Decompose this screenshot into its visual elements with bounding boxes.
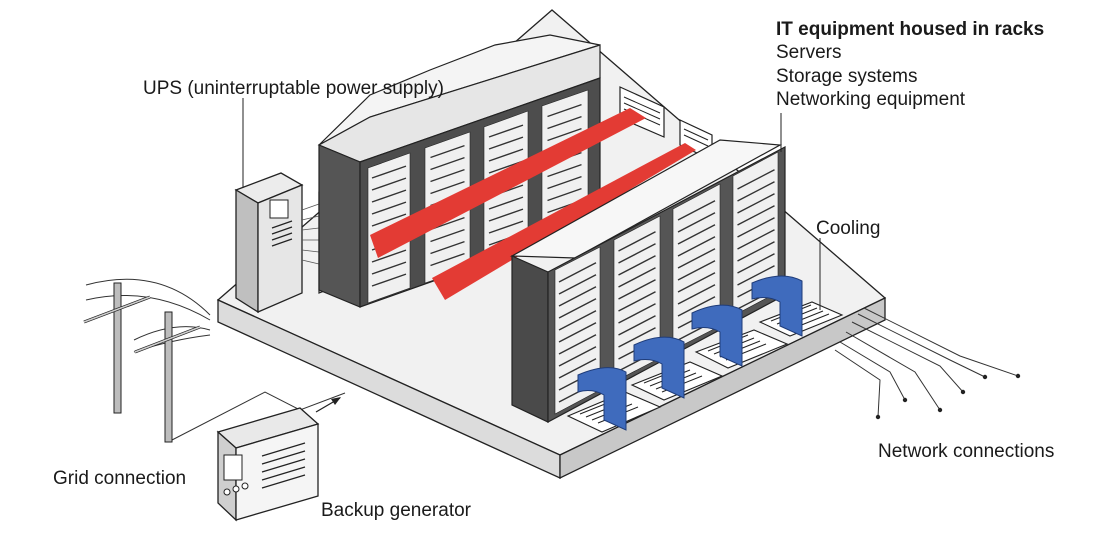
server-slot: [677, 284, 716, 305]
server-slot: [488, 136, 524, 150]
server-slot: [618, 291, 656, 312]
server-slot: [677, 296, 716, 317]
power-feed-arrow: [315, 397, 341, 413]
server-slot: [488, 124, 524, 138]
server-slot: [737, 241, 775, 262]
ups-label: UPS (uninterruptable power supply): [143, 78, 444, 99]
server-slot: [371, 165, 407, 179]
it-equipment-title: IT equipment housed in racks: [776, 19, 1045, 40]
server-slot: [618, 279, 656, 300]
server-slot: [488, 208, 524, 222]
cooling-label: Cooling: [816, 218, 881, 239]
server-slot: [547, 127, 582, 142]
server-slot: [430, 252, 465, 267]
leader-lines: [242, 98, 821, 310]
server-slot: [618, 303, 656, 324]
network-connections-label: Network connections: [878, 441, 1055, 462]
it-equipment-item-storage: Storage systems: [776, 66, 918, 87]
server-slot: [677, 212, 716, 233]
server-slot: [677, 236, 716, 257]
server-slot: [547, 175, 582, 190]
server-slot: [677, 224, 716, 245]
server-slot: [618, 231, 656, 252]
server-slot: [558, 274, 597, 295]
network-cable-ends: [875, 373, 1021, 420]
server-slot: [618, 255, 656, 276]
server-slot: [488, 148, 524, 162]
power-lines: [85, 278, 346, 441]
server-slot: [737, 217, 775, 238]
utility-pole-2: [134, 311, 201, 443]
backup-generator: [216, 407, 320, 522]
server-slot: [371, 213, 407, 227]
server-slot: [371, 201, 407, 215]
it-equipment-item-networking: Networking equipment: [776, 89, 966, 110]
server-slot: [430, 168, 465, 183]
server-slot: [371, 273, 407, 287]
server-slot: [547, 115, 582, 130]
grid-connection-label: Grid connection: [53, 468, 187, 489]
ups-cabinet: [234, 172, 304, 314]
server-slot: [737, 181, 775, 202]
server-slot: [430, 240, 465, 255]
network-cables: [834, 307, 1019, 418]
server-slot: [618, 267, 656, 288]
server-slot: [371, 177, 407, 191]
server-slot: [558, 298, 597, 319]
server-slot: [677, 248, 716, 269]
server-slot: [737, 169, 775, 190]
utility-pole-1: [83, 282, 151, 414]
it-equipment-item-servers: Servers: [776, 42, 842, 63]
server-slot: [558, 286, 597, 307]
server-slot: [737, 229, 775, 250]
server-slot: [618, 315, 656, 336]
server-slot: [737, 193, 775, 214]
server-slot: [558, 358, 597, 379]
server-slot: [737, 265, 775, 286]
server-slot: [558, 322, 597, 343]
front-rack-row: [509, 139, 786, 424]
cooling-airflow: [577, 275, 803, 431]
server-slot: [430, 228, 465, 243]
server-slot: [488, 220, 524, 234]
server-slot: [547, 103, 582, 118]
server-slot: [371, 189, 407, 203]
hot-aisle: [370, 108, 696, 300]
server-slot: [371, 249, 407, 263]
server-slot: [371, 261, 407, 275]
server-slot: [430, 156, 465, 171]
backup-generator-label: Backup generator: [321, 500, 471, 521]
server-slot: [547, 187, 582, 202]
server-slot: [677, 272, 716, 293]
server-slot: [618, 243, 656, 264]
server-slot: [430, 144, 465, 159]
server-slot: [737, 205, 775, 226]
server-slot: [677, 260, 716, 281]
server-slot: [558, 334, 597, 355]
server-slot: [677, 200, 716, 221]
server-slot: [737, 253, 775, 274]
server-slot: [488, 196, 524, 210]
server-slot: [618, 327, 656, 348]
server-slot: [558, 346, 597, 367]
server-slot: [558, 310, 597, 331]
server-slot: [430, 180, 465, 195]
server-slot: [558, 262, 597, 283]
server-slot: [547, 163, 582, 178]
